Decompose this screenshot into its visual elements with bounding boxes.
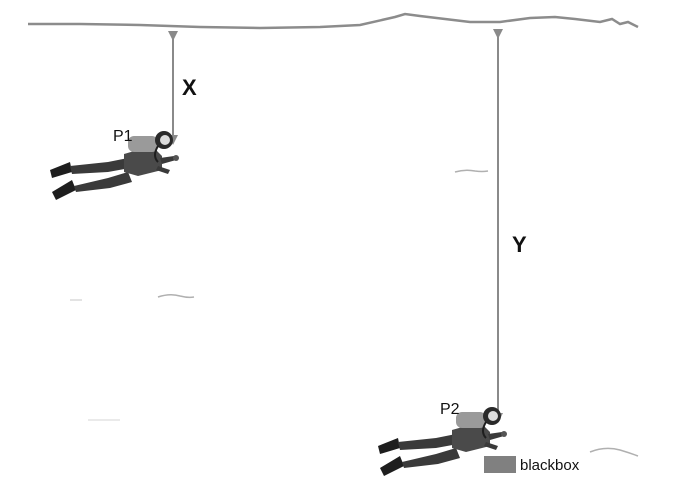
- blackbox-shape: [484, 456, 516, 473]
- ripple-5: [589, 447, 639, 457]
- diver-p2-label: P2: [440, 401, 460, 418]
- water-surface-line: [28, 12, 639, 30]
- diver-p1-label: P1: [113, 128, 133, 145]
- distance-y-label: Y: [512, 232, 527, 257]
- ripple-2: [157, 293, 195, 299]
- ripple-1: [454, 169, 489, 173]
- distance-x-label: X: [182, 75, 197, 100]
- blackbox-label: blackbox: [520, 457, 580, 474]
